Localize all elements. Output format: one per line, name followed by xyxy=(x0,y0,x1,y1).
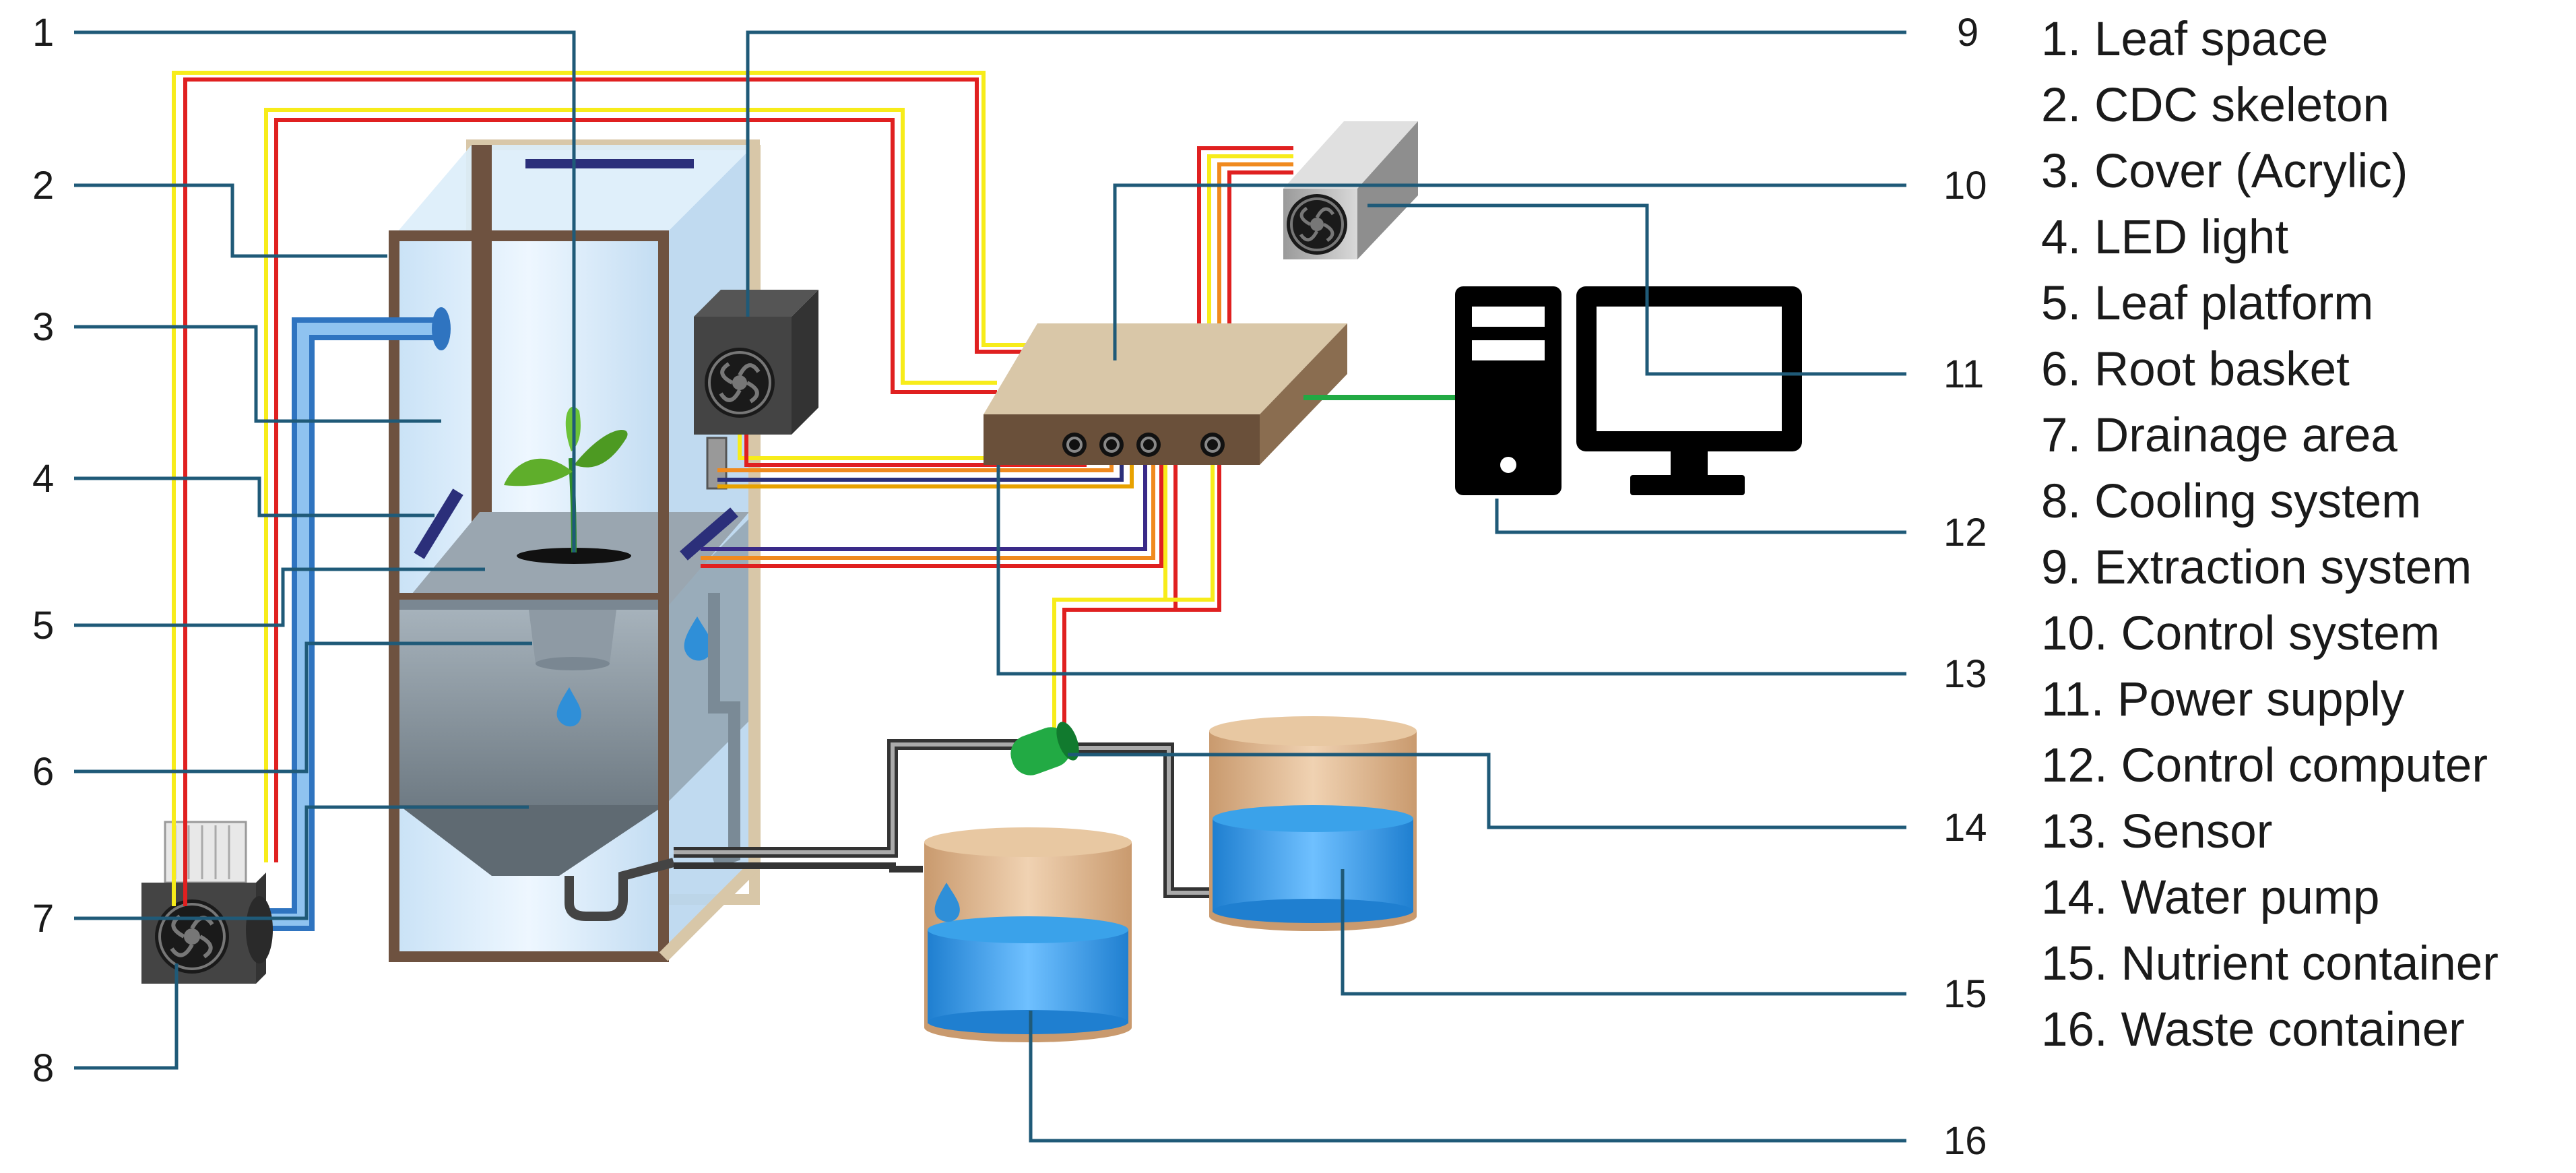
legend-number: 5. xyxy=(2041,277,2082,330)
waste-container xyxy=(924,827,1132,1042)
callout-8: 8 xyxy=(32,1046,54,1090)
legend-item: 1. Leaf space xyxy=(2041,7,2573,73)
callout-6: 6 xyxy=(32,750,54,794)
root-basket xyxy=(529,610,616,664)
callout-10: 10 xyxy=(1943,164,1987,208)
legend-item: 4. LED light xyxy=(2041,205,2573,271)
legend-number: 16. xyxy=(2041,1003,2108,1056)
legend-label: Control system xyxy=(2121,607,2440,660)
leader-lines xyxy=(74,30,1906,1143)
legend-item: 5. Leaf platform xyxy=(2041,271,2573,337)
control-system xyxy=(984,323,1455,465)
water-pump xyxy=(1010,722,1079,775)
callout-15: 15 xyxy=(1943,972,1987,1016)
legend-label: Control computer xyxy=(2121,739,2488,792)
water-drop-icon xyxy=(556,687,581,727)
legend-number: 4. xyxy=(2041,211,2082,264)
callout-1: 1 xyxy=(32,11,54,55)
legend-item: 6. Root basket xyxy=(2041,337,2573,403)
legend-item: 13. Sensor xyxy=(2041,799,2573,865)
water-drop-icon xyxy=(934,883,960,922)
legend-item: 3. Cover (Acrylic) xyxy=(2041,139,2573,205)
legend-label: Leaf space xyxy=(2094,13,2329,66)
legend-item: 10. Control system xyxy=(2041,601,2573,667)
callout-4: 4 xyxy=(32,457,54,501)
legend-label: Drainage area xyxy=(2094,409,2397,462)
fan-icon xyxy=(155,899,229,974)
power-supply xyxy=(1283,121,1418,259)
legend-label: Cover (Acrylic) xyxy=(2094,145,2408,198)
callout-numbers: 1 2 3 4 5 6 7 8 9 10 11 12 13 14 15 16 xyxy=(32,11,1987,1163)
legend-label: Leaf platform xyxy=(2094,277,2374,330)
callout-7: 7 xyxy=(32,897,54,941)
legend-number: 1. xyxy=(2041,13,2082,66)
led-light-top xyxy=(525,159,694,168)
legend-item: 11. Power supply xyxy=(2041,667,2573,733)
legend-number: 9. xyxy=(2041,541,2082,594)
legend-label: Water pump xyxy=(2121,871,2380,924)
callout-3: 3 xyxy=(32,305,54,349)
legend: 1. Leaf space 2. CDC skeleton 3. Cover (… xyxy=(2041,7,2573,1063)
legend-number: 12. xyxy=(2041,739,2108,792)
callout-12: 12 xyxy=(1943,511,1987,554)
legend-label: Extraction system xyxy=(2094,541,2472,594)
legend-label: Sensor xyxy=(2121,805,2273,858)
legend-label: CDC skeleton xyxy=(2094,79,2389,132)
legend-item: 12. Control computer xyxy=(2041,733,2573,799)
legend-label: Power supply xyxy=(2117,673,2405,726)
legend-item: 14. Water pump xyxy=(2041,865,2573,931)
fan-icon xyxy=(1287,194,1347,255)
legend-number: 14. xyxy=(2041,871,2108,924)
callout-5: 5 xyxy=(32,604,54,647)
legend-number: 11. xyxy=(2041,673,2104,726)
legend-item: 16. Waste container xyxy=(2041,997,2573,1063)
nutrient-container xyxy=(1209,716,1417,931)
legend-item: 15. Nutrient container xyxy=(2041,931,2573,997)
legend-number: 2. xyxy=(2041,79,2082,132)
pipes xyxy=(674,739,1223,898)
legend-label: Nutrient container xyxy=(2121,937,2499,990)
monitor-icon xyxy=(1576,286,1802,495)
drainage-tank xyxy=(399,603,665,805)
callout-13: 13 xyxy=(1943,652,1987,696)
legend-label: Cooling system xyxy=(2094,475,2422,528)
extraction-system xyxy=(694,290,818,490)
legend-label: LED light xyxy=(2094,211,2289,264)
legend-number: 7. xyxy=(2041,409,2082,462)
legend-number: 6. xyxy=(2041,343,2082,396)
callout-16: 16 xyxy=(1943,1119,1987,1163)
fan-icon xyxy=(705,348,775,418)
desktop-computer-icon xyxy=(1455,286,1561,495)
legend-number: 8. xyxy=(2041,475,2082,528)
callout-11: 11 xyxy=(1943,352,1984,396)
legend-item: 9. Extraction system xyxy=(2041,535,2573,601)
legend-item: 8. Cooling system xyxy=(2041,469,2573,535)
wiring xyxy=(172,71,1293,906)
legend-item: 2. CDC skeleton xyxy=(2041,73,2573,139)
legend-number: 10. xyxy=(2041,607,2108,660)
legend-number: 3. xyxy=(2041,145,2082,198)
legend-label: Waste container xyxy=(2121,1003,2465,1056)
legend-number: 13. xyxy=(2041,805,2108,858)
legend-item: 7. Drainage area xyxy=(2041,403,2573,469)
callout-9: 9 xyxy=(1957,11,1978,55)
callout-2: 2 xyxy=(32,164,54,208)
control-computer xyxy=(1455,286,1802,495)
led-light-right xyxy=(680,507,738,561)
callout-14: 14 xyxy=(1943,806,1987,850)
water-drop-icon xyxy=(684,616,713,661)
legend-label: Root basket xyxy=(2094,343,2350,396)
legend-number: 15. xyxy=(2041,937,2108,990)
led-light-left xyxy=(414,488,463,559)
